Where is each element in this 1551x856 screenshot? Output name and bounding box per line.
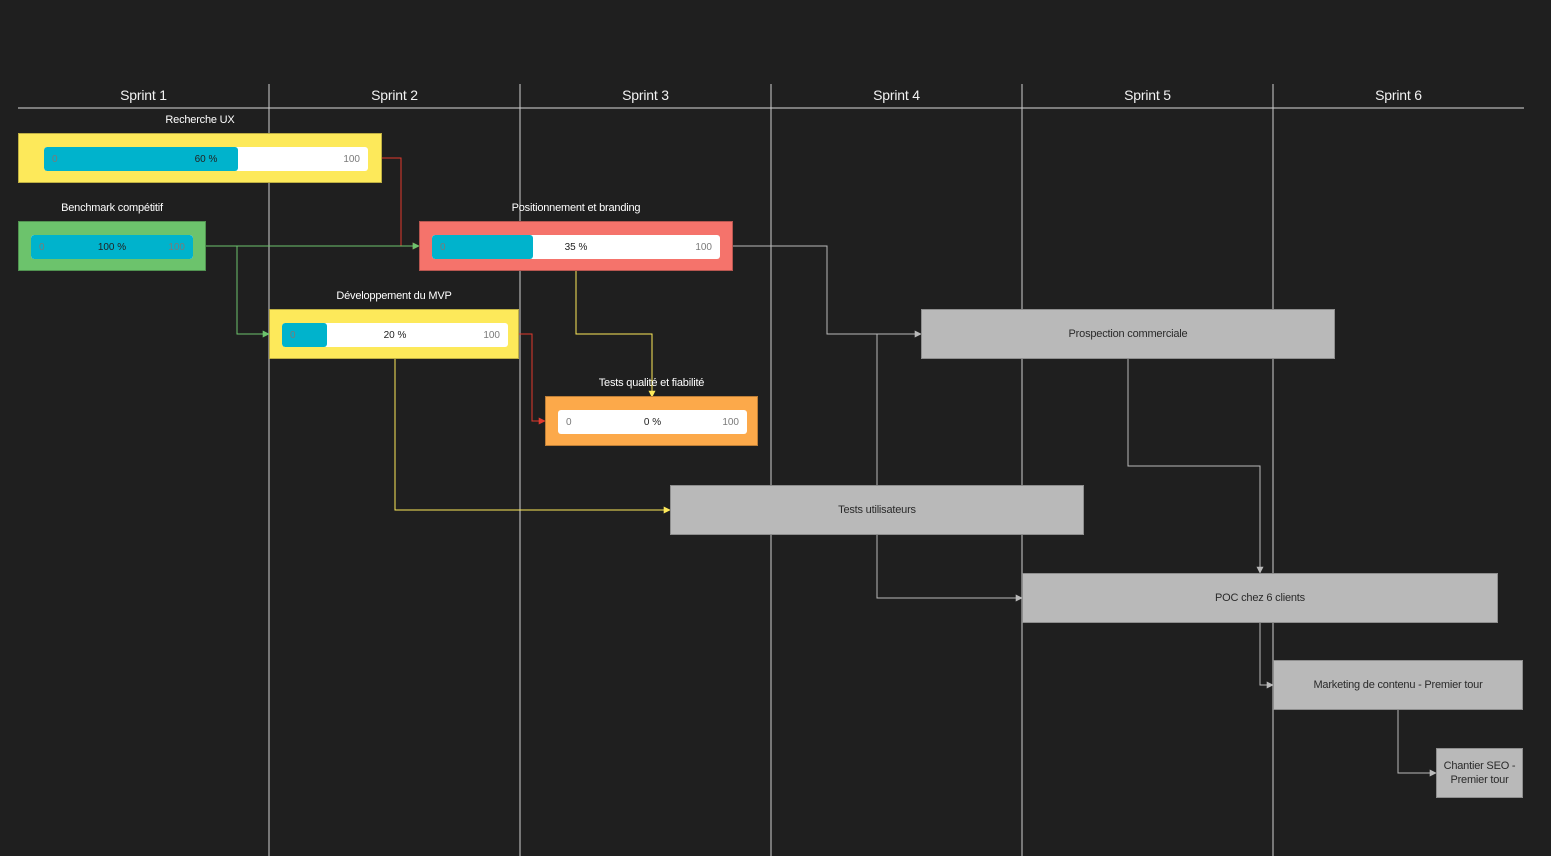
connector-tests-utilisateurs-to-poc[interactable] xyxy=(876,334,1023,602)
task-title: Tests qualité et fiabilité xyxy=(598,377,705,389)
progress-min: 0 xyxy=(440,241,446,253)
task-title: Développement du MVP xyxy=(336,290,452,302)
connector-recherche-to-positionnement[interactable] xyxy=(382,157,420,250)
progress-bar: 0 100 % 100 xyxy=(31,235,193,259)
progress-max: 100 xyxy=(722,416,739,428)
progress-percent: 0 % xyxy=(643,416,662,428)
progress-min: 0 xyxy=(39,241,45,253)
progress-fill xyxy=(432,235,533,259)
progress-max: 100 xyxy=(695,241,712,253)
progress-bar: 0 35 % 100 xyxy=(432,235,720,259)
sprint-1-label: Sprint 1 xyxy=(120,87,167,103)
progress-percent: 20 % xyxy=(383,329,407,341)
task-box[interactable]: 0 60 % 100 xyxy=(18,133,382,183)
connector-positionnement-to-prospection[interactable] xyxy=(733,245,922,338)
task-box[interactable]: 0 20 % 100 xyxy=(269,309,519,359)
task-marketing[interactable]: Marketing de contenu - Premier tour xyxy=(1273,660,1523,710)
progress-fill xyxy=(44,147,239,171)
task-poc[interactable]: POC chez 6 clients xyxy=(1022,573,1498,623)
sprint-grid-lines xyxy=(268,84,1274,856)
sprint-2-label: Sprint 2 xyxy=(371,87,418,103)
progress-max: 100 xyxy=(168,241,185,253)
sprint-3-label: Sprint 3 xyxy=(622,87,669,103)
progress-percent: 100 % xyxy=(97,241,127,253)
connector-marketing-to-seo[interactable] xyxy=(1397,710,1437,777)
progress-min: 0 xyxy=(566,416,572,428)
progress-max: 100 xyxy=(343,153,360,165)
connector-poc-to-marketing[interactable] xyxy=(1259,622,1274,689)
progress-max: 100 xyxy=(483,329,500,341)
task-tests-utilisateurs[interactable]: Tests utilisateurs xyxy=(670,485,1084,535)
task-seo[interactable]: Chantier SEO - Premier tour xyxy=(1436,748,1523,798)
connector-prospection-to-poc[interactable] xyxy=(1127,359,1264,574)
sprint-4-label: Sprint 4 xyxy=(873,87,920,103)
dependency-connectors xyxy=(206,157,1437,777)
progress-fill xyxy=(31,235,193,259)
progress-percent: 35 % xyxy=(564,241,588,253)
sprint-6-label: Sprint 6 xyxy=(1375,87,1422,103)
connector-mvp-to-tests-qualite[interactable] xyxy=(519,333,546,425)
connector-benchmark-to-mvp[interactable] xyxy=(236,246,270,338)
progress-bar: 0 0 % 100 xyxy=(558,410,747,434)
sprint-5-label: Sprint 5 xyxy=(1124,87,1171,103)
progress-bar: 0 60 % 100 xyxy=(44,147,368,171)
connector-mvp-to-tests-utilisateurs[interactable] xyxy=(394,359,671,514)
progress-min: 0 xyxy=(52,153,58,165)
task-box[interactable]: 0 100 % 100 xyxy=(18,221,206,271)
task-title: Benchmark compétitif xyxy=(61,202,163,214)
progress-fill xyxy=(282,323,328,347)
task-box[interactable]: 0 35 % 100 xyxy=(419,221,733,271)
task-prospection[interactable]: Prospection commerciale xyxy=(921,309,1335,359)
task-title: Recherche UX xyxy=(165,114,235,126)
connector-positionnement-to-tests-qualite[interactable] xyxy=(575,271,656,398)
progress-percent: 60 % xyxy=(194,153,218,165)
progress-min: 0 xyxy=(290,329,296,341)
progress-bar: 0 20 % 100 xyxy=(282,323,508,347)
task-title: Positionnement et branding xyxy=(511,202,641,214)
task-box[interactable]: 0 0 % 100 xyxy=(545,396,758,446)
